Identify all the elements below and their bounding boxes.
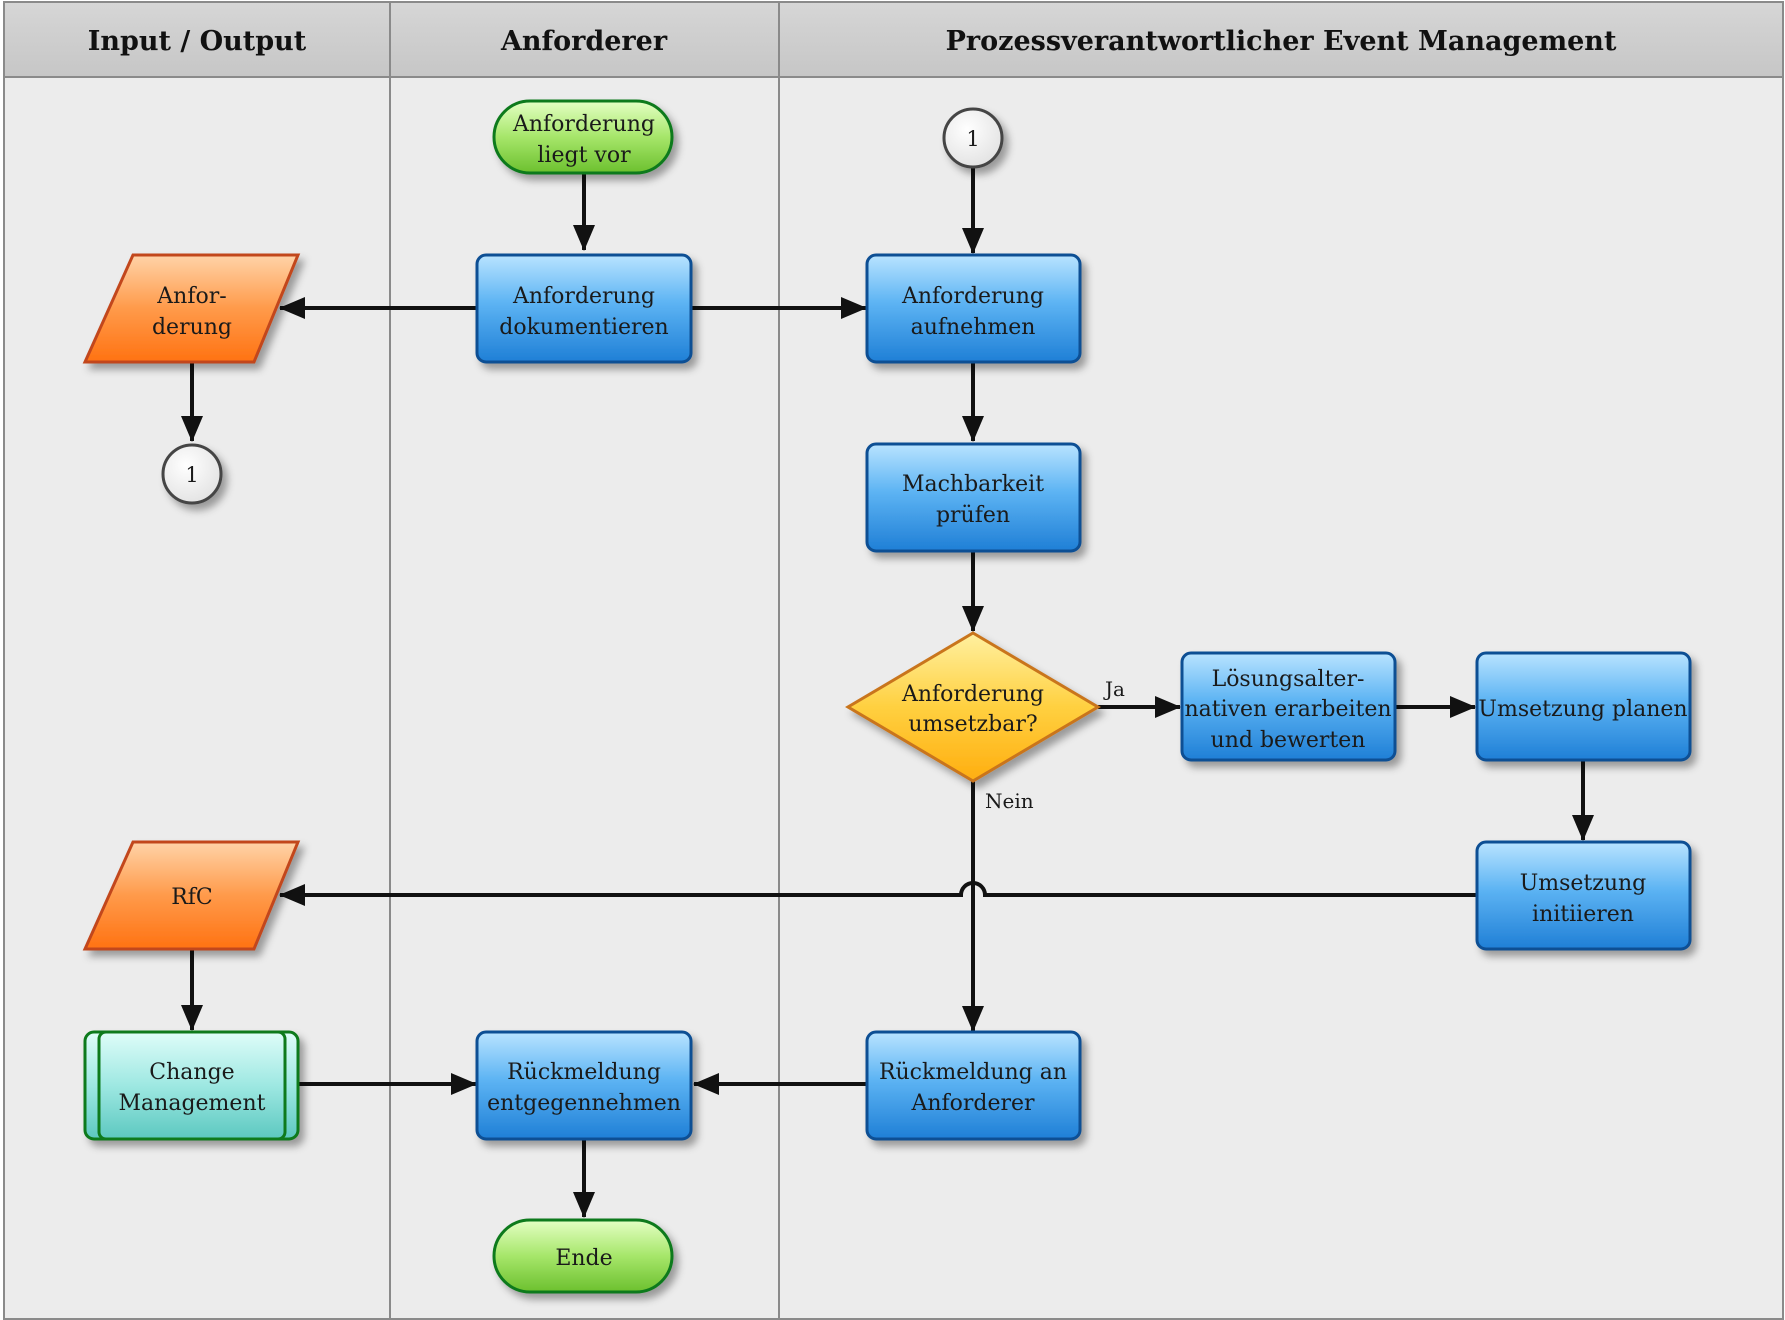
node-check-feasibility-line-2: prüfen [936,503,1010,528]
node-initiate-line-1: Umsetzung [1520,871,1647,896]
header-io [3,1,391,78]
edge-label-yes: Ja [1103,677,1125,701]
node-decision-line-2: umsetzbar? [908,712,1037,737]
nodes: Anforderung liegt vor 1 Anforderung dokume… [82,99,1692,1294]
node-alternatives-line-1: Lösungsalter- [1212,667,1365,692]
header-requester [389,1,780,78]
node-connector-left[interactable]: 1 [161,443,223,505]
node-receive-feedback-line-1: Rückmeldung [507,1060,661,1085]
node-alternatives[interactable]: Lösungsalter-nativen erarbeiten und bewer… [1180,651,1397,762]
node-decision[interactable]: Anforderung umsetzbar? [845,631,1101,783]
node-rfc-label: RfC [171,885,213,910]
lane-title-owner: Prozessverantwortlicher Event Management [946,26,1617,57]
node-initiate-line-2: initiieren [1532,902,1634,927]
node-plan-label: Umsetzung planen [1478,697,1687,722]
node-feedback-to-requester-line-2: Anforderer [910,1091,1035,1116]
node-receive-feedback[interactable]: Rückmeldung entgegennehmen [475,1030,693,1141]
node-feedback-to-requester[interactable]: Rückmeldung an Anforderer [865,1030,1082,1141]
node-connector-top-label: 1 [966,127,979,151]
lane-title-io: Input / Output [88,26,307,57]
node-check-feasibility-line-1: Machbarkeit [902,472,1044,497]
node-alternatives-line-3: und bewerten [1211,728,1366,753]
node-take-request-line-2: aufnehmen [911,315,1036,340]
node-connector-top[interactable]: 1 [942,107,1004,169]
header-owner [778,1,1784,78]
node-end-label: Ende [555,1246,612,1271]
node-artifact-request[interactable]: Anfor-derung [82,253,301,364]
node-start-line-1: Anforderung [512,112,655,137]
lane-title-requester: Anforderer [500,26,668,57]
node-initiate[interactable]: Umsetzung initiieren [1475,840,1692,951]
node-connector-left-label: 1 [185,463,198,487]
node-artifact-request-line-1: Anfor- [156,284,226,309]
svg-text:Anfor-derung: Anfor-derung [152,284,232,340]
edges: Ja Nein [181,167,1594,1218]
node-feedback-to-requester-line-1: Rückmeldung an [879,1060,1067,1085]
node-plan[interactable]: Umsetzung planen [1475,651,1692,762]
node-start[interactable]: Anforderung liegt vor [492,99,674,175]
node-alternatives-line-2: nativen erarbeiten [1184,697,1391,722]
node-end[interactable]: Ende [492,1218,674,1294]
node-doc-request[interactable]: Anforderung dokumentieren [475,253,693,364]
node-artifact-request-line-2: derung [152,315,232,340]
node-start-line-2: liegt vor [537,143,631,168]
node-doc-request-line-1: Anforderung [512,284,655,309]
node-take-request[interactable]: Anforderung aufnehmen [865,253,1082,364]
node-change-management-line-2: Management [119,1091,266,1116]
node-doc-request-line-2: dokumentieren [499,315,668,340]
node-receive-feedback-line-2: entgegennehmen [487,1091,681,1116]
svg-text:Lösungsalter-nativen erarbeite: Lösungsalter-nativen erarbeiten und bewer… [1184,667,1391,753]
node-check-feasibility[interactable]: Machbarkeit prüfen [865,442,1082,553]
node-change-management-line-1: Change [149,1060,234,1085]
edge-label-no: Nein [985,789,1034,813]
node-take-request-line-1: Anforderung [901,284,1044,309]
node-decision-line-1: Anforderung [901,682,1044,707]
node-rfc[interactable]: RfC [82,840,301,951]
